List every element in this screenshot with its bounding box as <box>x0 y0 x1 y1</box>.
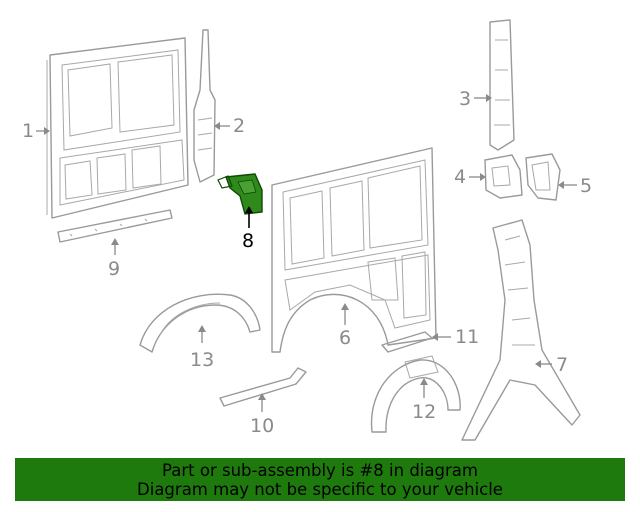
part-2-pillar <box>193 29 216 183</box>
callout-4-label: 4 <box>454 166 466 188</box>
callout-9-label: 9 <box>108 258 120 280</box>
callout-11-label: 11 <box>455 326 479 348</box>
callout-13-label: 13 <box>190 349 214 371</box>
callout-12-label: 12 <box>412 401 436 423</box>
callout-11: 11 <box>432 326 479 348</box>
callout-9: 9 <box>108 238 120 280</box>
callout-5: 5 <box>558 175 592 197</box>
part-3-pillar <box>489 19 515 151</box>
callout-1: 1 <box>22 120 50 142</box>
part-9-sill <box>57 209 173 243</box>
part-11-bracket <box>381 331 433 353</box>
part-6-side-panel <box>271 147 437 353</box>
callout-2-label: 2 <box>233 115 245 137</box>
callout-8-label: 8 <box>242 230 254 252</box>
part-13-wheel-arch <box>139 293 261 353</box>
part-4-bracket <box>484 154 523 199</box>
callout-13: 13 <box>190 325 214 371</box>
banner-line-2: Diagram may not be specific to your vehi… <box>137 480 503 499</box>
callout-1-label: 1 <box>22 120 34 142</box>
callout-8: 8 <box>242 206 254 252</box>
callout-7-label: 7 <box>556 354 568 376</box>
callout-10-label: 10 <box>250 415 274 437</box>
callout-6-label: 6 <box>339 327 351 349</box>
part-10-strip <box>219 367 307 407</box>
part-8-bracket-highlighted <box>217 173 263 215</box>
callout-2: 2 <box>214 115 245 137</box>
callout-7: 7 <box>535 354 568 376</box>
banner-line-1: Part or sub-assembly is #8 in diagram <box>162 461 478 480</box>
callout-6: 6 <box>339 303 351 349</box>
part-5-bracket <box>525 153 561 201</box>
callout-4: 4 <box>454 166 486 188</box>
callout-3: 3 <box>459 88 492 110</box>
callout-12: 12 <box>412 378 436 423</box>
part-7-pillar-assembly <box>461 219 581 441</box>
part-1-side-panel <box>46 37 189 219</box>
callout-10: 10 <box>250 393 274 437</box>
callout-5-label: 5 <box>580 175 592 197</box>
info-banner: Part or sub-assembly is #8 in diagram Di… <box>15 458 625 501</box>
callout-3-label: 3 <box>459 88 471 110</box>
parts-diagram: 1 2 3 4 5 <box>22 19 592 441</box>
part-12-wheel-arch <box>370 355 461 433</box>
